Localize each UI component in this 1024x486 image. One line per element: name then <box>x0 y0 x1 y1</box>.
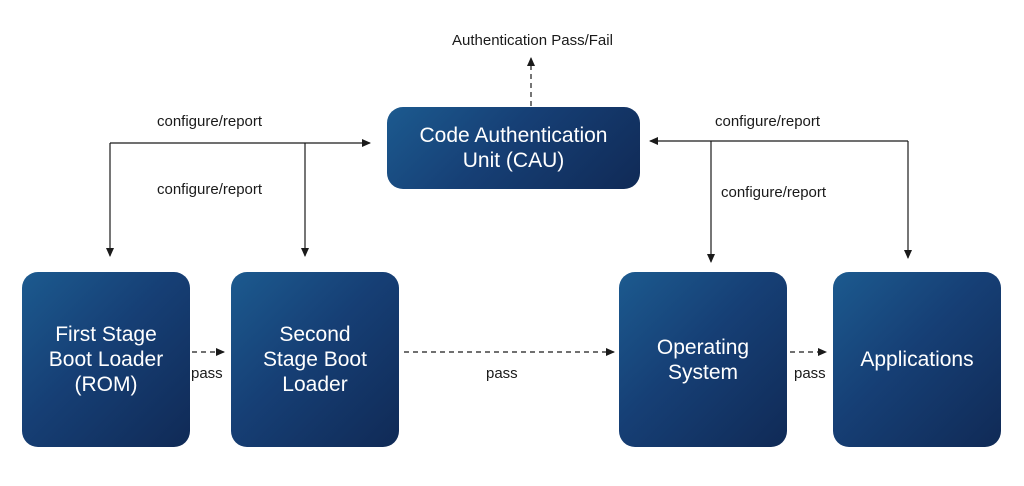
operating-system-node: Operating System <box>619 272 787 447</box>
pass-label-3: pass <box>794 365 826 382</box>
cau-node: Code Authentication Unit (CAU) <box>387 107 640 189</box>
cfg-left-top-label: configure/report <box>157 113 263 130</box>
auth-result-label: Authentication Pass/Fail <box>452 32 613 49</box>
first-stage-boot-loader-node: First Stage Boot Loader (ROM) <box>22 272 190 447</box>
cfg-right-top-label: configure/report <box>715 113 821 130</box>
cfg-left-mid-label: configure/report <box>157 181 263 198</box>
pass-label-1: pass <box>191 365 223 382</box>
applications-node: Applications <box>833 272 1001 447</box>
cfg-right-mid-label: configure/report <box>721 184 827 201</box>
second-stage-boot-loader-node: Second Stage Boot Loader <box>231 272 399 447</box>
pass-label-2: pass <box>486 365 518 382</box>
